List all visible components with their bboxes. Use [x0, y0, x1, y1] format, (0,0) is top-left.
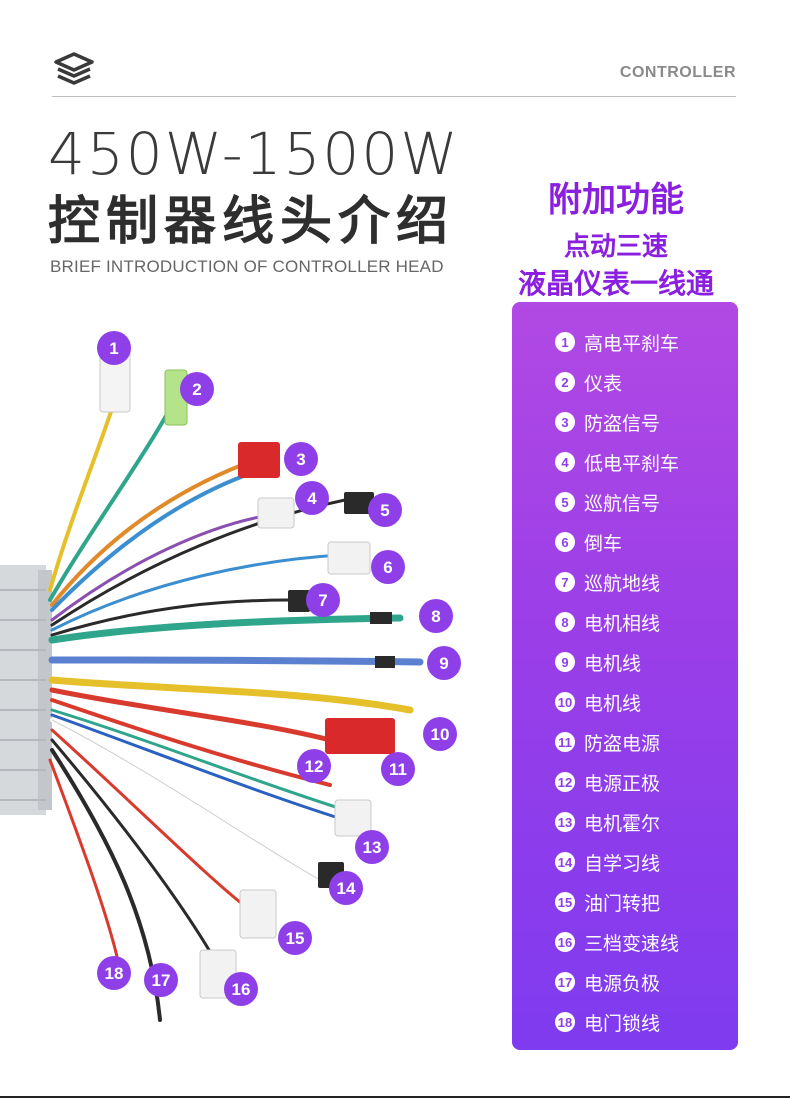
legend-item: 16 三档变速线 — [555, 922, 735, 962]
legend-item-label: 巡航信号 — [584, 492, 661, 515]
legend-item-number: 17 — [555, 972, 575, 992]
legend-item: 5 巡航信号 — [555, 482, 735, 522]
header-divider — [52, 96, 736, 97]
legend-item: 11 防盗电源 — [555, 722, 735, 762]
legend-item-label: 电门锁线 — [584, 1012, 661, 1035]
extras-line-2: 液晶仪表一线通 — [517, 267, 714, 300]
legend-item: 17 电源负极 — [555, 962, 735, 1002]
legend-item: 14 自学习线 — [555, 842, 735, 882]
marker-1: 1 — [109, 339, 118, 358]
legend-item-number: 6 — [555, 532, 575, 552]
marker-17: 17 — [152, 971, 171, 990]
extras-line-1: 点动三速 — [563, 232, 668, 262]
marker-8: 8 — [431, 607, 440, 626]
legend-item: 13 电机霍尔 — [555, 802, 735, 842]
legend-item: 7 巡航地线 — [555, 562, 735, 602]
legend-item-label: 防盗信号 — [584, 412, 661, 435]
power-range-title: 450W-1500W — [48, 120, 460, 188]
legend-item-label: 仪表 — [584, 372, 623, 395]
marker-18: 18 — [105, 964, 124, 983]
legend-item: 9 电机线 — [555, 642, 735, 682]
legend-item-number: 12 — [555, 772, 575, 792]
legend-item-number: 15 — [555, 892, 575, 912]
marker-5: 5 — [380, 501, 389, 520]
marker-11: 11 — [389, 760, 407, 779]
legend-item-number: 4 — [555, 452, 575, 472]
marker-12: 12 — [305, 757, 324, 776]
marker-14: 14 — [337, 879, 356, 898]
marker-7: 7 — [318, 591, 327, 610]
legend-item-label: 电机线 — [584, 652, 642, 675]
marker-15: 15 — [286, 929, 305, 948]
legend-item-label: 巡航地线 — [584, 572, 661, 595]
legend-item-number: 13 — [555, 812, 575, 832]
legend-item-label: 电源负极 — [584, 972, 661, 995]
legend-item: 12 电源正极 — [555, 762, 735, 802]
legend-item-label: 电机相线 — [584, 612, 661, 635]
legend-panel — [512, 302, 738, 1050]
legend-item: 15 油门转把 — [555, 882, 735, 922]
page-subtitle: BRIEF INTRODUCTION OF CONTROLLER HEAD — [50, 257, 444, 276]
legend-item-number: 10 — [555, 692, 575, 712]
legend-item-label: 油门转把 — [584, 892, 661, 915]
legend-item-number: 7 — [555, 572, 575, 592]
legend-item-number: 16 — [555, 932, 575, 952]
legend-item-number: 2 — [555, 372, 575, 392]
marker-6: 6 — [383, 558, 392, 577]
legend-item-label: 高电平刹车 — [584, 332, 680, 355]
legend-item: 2 仪表 — [555, 362, 735, 402]
controller-wiring-photo: 1 2 3 4 5 6 7 8 9 10 11 12 13 14 15 16 1… — [0, 331, 461, 1022]
legend-item-label: 电机霍尔 — [584, 812, 661, 835]
marker-10: 10 — [431, 725, 450, 744]
legend-item-label: 三档变速线 — [584, 932, 680, 955]
legend-item-number: 11 — [555, 732, 575, 752]
legend-item-label: 电机线 — [584, 692, 642, 715]
legend-item-number: 14 — [555, 852, 575, 872]
marker-4: 4 — [307, 489, 317, 508]
marker-3: 3 — [296, 450, 305, 469]
legend-item: 1 高电平刹车 — [555, 322, 735, 362]
marker-9: 9 — [439, 654, 448, 673]
marker-13: 13 — [363, 838, 382, 857]
legend-item-label: 自学习线 — [584, 852, 661, 875]
bottom-divider — [0, 1096, 790, 1098]
legend-item-number: 9 — [555, 652, 575, 672]
legend-item: 6 倒车 — [555, 522, 735, 562]
stacked-layers-icon — [54, 52, 94, 85]
legend-item: 18 电门锁线 — [555, 1002, 735, 1042]
legend-item-number: 8 — [555, 612, 575, 632]
legend-item-number: 3 — [555, 412, 575, 432]
legend-item-number: 5 — [555, 492, 575, 512]
legend-item-label: 低电平刹车 — [584, 452, 680, 475]
legend-item-number: 1 — [555, 332, 575, 352]
legend-item: 8 电机相线 — [555, 602, 735, 642]
legend-item-label: 倒车 — [584, 532, 623, 555]
legend-item: 10 电机线 — [555, 682, 735, 722]
brand-label: CONTROLLER — [619, 64, 736, 81]
extras-heading: 附加功能 — [548, 180, 684, 220]
legend-item-label: 防盗电源 — [584, 732, 661, 755]
page-title: 控制器线头介绍 — [48, 192, 455, 252]
marker-2: 2 — [192, 380, 201, 399]
legend-item-number: 18 — [555, 1012, 575, 1032]
marker-16: 16 — [232, 980, 251, 999]
legend-item: 3 防盗信号 — [555, 402, 735, 442]
legend-item: 4 低电平刹车 — [555, 442, 735, 482]
legend-item-label: 电源正极 — [584, 772, 661, 795]
